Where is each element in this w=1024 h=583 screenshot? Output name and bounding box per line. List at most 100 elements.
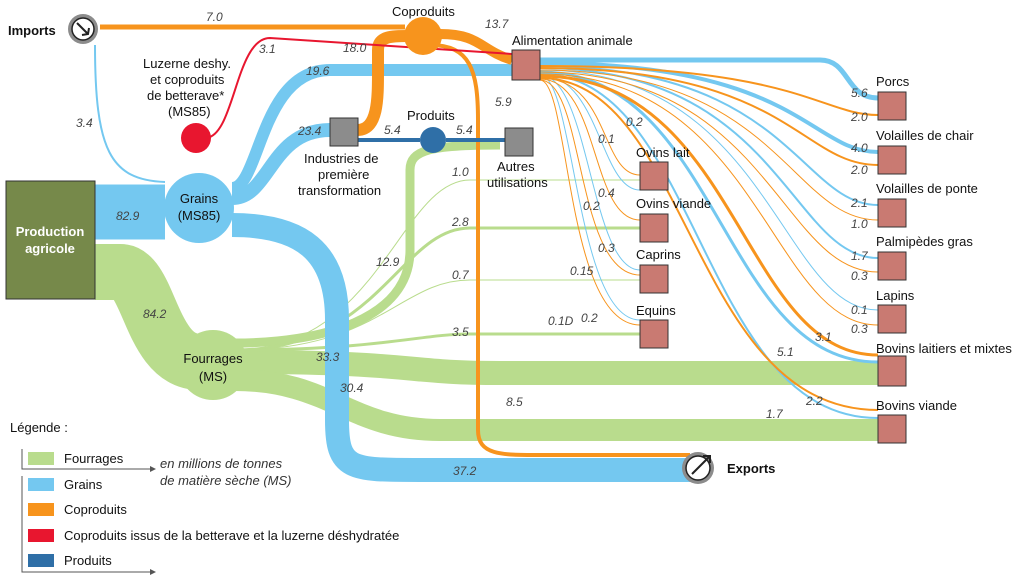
flow-coproduits-alimentation (439, 29, 514, 65)
porcs-label: Porcs (876, 74, 910, 89)
node-labels: Imports Exports Coproduits Produits Alim… (8, 4, 1012, 476)
produits-node (420, 127, 446, 153)
fourrages-node (178, 330, 248, 400)
value-exports-coproduits: 8.5 (506, 395, 523, 409)
flow-alim-caprins-copro (539, 79, 641, 276)
value-coproduits-alim: 13.7 (485, 17, 510, 31)
value-cap-b: 0.15 (570, 264, 594, 278)
value-produits-autres: 5.4 (456, 123, 473, 137)
autres-node (504, 127, 534, 157)
flow-alim-equins-grains (539, 74, 641, 321)
equins-label: Equins (636, 303, 676, 318)
lapins-label: Lapins (876, 288, 915, 303)
legend-bracket-top (21, 449, 150, 470)
flow-coproduits-exports (429, 43, 690, 457)
value-betterave: 3.1 (259, 42, 276, 56)
flow-alim-bovins-viande-copro (539, 77, 879, 411)
flow-fourrages-ovins-viande (234, 226, 640, 352)
value-lapins-grains: 0.1 (851, 303, 868, 317)
fourrages-label-1: Fourrages (183, 351, 243, 366)
bovins-viande-label: Bovins viande (876, 398, 957, 413)
legend-arrow-icon-2 (150, 569, 156, 575)
palmipedes-node (877, 251, 907, 281)
volailles-ponte-label: Volailles de ponte (876, 181, 978, 196)
value-imports-grains: 3.4 (76, 116, 93, 130)
industries-label-2: première (318, 167, 369, 182)
flow-fourrages-equins (234, 332, 640, 352)
flow-grains-alimentation (230, 64, 512, 194)
legend-label-fourrages: Fourrages (64, 451, 124, 466)
ovins-lait-label: Ovins lait (636, 145, 690, 160)
legend-label-betterave: Coproduits issus de la betterave et la l… (64, 528, 399, 543)
exports-label: Exports (727, 461, 775, 476)
production-label-2: agricole (25, 241, 75, 256)
value-production-fourrages: 84.2 (143, 307, 167, 321)
exports-arrow-icon (691, 455, 711, 475)
alimentation-label: Alimentation animale (512, 33, 633, 48)
value-ov-b: 0.2 (583, 199, 600, 213)
lapins-node (877, 304, 907, 334)
flow-grains-industries (231, 123, 331, 205)
porcs-node (877, 91, 907, 121)
bovins-viande-node (877, 414, 907, 444)
value-eq-b: 0.2 (581, 311, 598, 325)
luzerne-label-3: de betterave* (147, 88, 224, 103)
ovins-viande-node (639, 213, 669, 243)
flow-alim-lapins-copro (539, 73, 879, 326)
alimentation-node (511, 49, 541, 81)
flow-grains-exports (231, 213, 695, 482)
value-porcs-copro: 2.0 (850, 110, 868, 124)
coproduits-label: Coproduits (392, 4, 455, 19)
flow-alim-palmipedes-copro (539, 71, 879, 273)
value-cap-a: 0.3 (598, 241, 615, 255)
autres-label-1: Autres (497, 159, 535, 174)
value-industries-coproduits: 18.0 (343, 41, 367, 55)
value-grains-industries: 23.4 (297, 124, 322, 138)
volailles-ponte-node (877, 198, 907, 228)
industries-label-1: Industries de (304, 151, 378, 166)
flow-alim-bovins-laitiers-copro (539, 74, 879, 357)
ovins-viande-label: Ovins viande (636, 196, 711, 211)
equins-node (639, 319, 669, 349)
value-bv-grains: 2.2 (805, 394, 823, 408)
volailles-chair-node (877, 145, 907, 175)
legend-bracket-bottom (21, 476, 150, 573)
value-eq-a: 0.1D (548, 314, 574, 328)
caprins-label: Caprins (636, 247, 681, 262)
flow-alim-volailles-chair-copro (539, 67, 879, 166)
flow-alim-ovins-viande-copro (539, 78, 641, 221)
flow-fourrages-ovins-lait (234, 179, 640, 351)
legend-swatch-produits (28, 554, 54, 567)
value-bv-copro: 1.7 (766, 407, 784, 421)
value-industries-produits: 5.4 (384, 123, 401, 137)
flow-alim-caprins-grains (539, 74, 641, 271)
legend-label-grains: Grains (64, 477, 103, 492)
value-bl-copro: 3.1 (815, 330, 832, 344)
legend-title: Légende : (10, 420, 68, 435)
production-node (5, 180, 96, 300)
flow-fourrages-caprins (234, 279, 640, 351)
value-vp-grains: 2.1 (850, 196, 868, 210)
flow-imports-grains (94, 44, 166, 183)
value-palm-grains: 1.7 (851, 249, 869, 263)
flow-industries-coproduits (356, 30, 409, 136)
legend-unit-2: de matière sèche (MS) (160, 473, 292, 488)
legend-unit-1: en millions de tonnes (160, 456, 283, 471)
value-cap-fourrage: 0.7 (452, 268, 470, 282)
volailles-chair-label: Volailles de chair (876, 128, 974, 143)
nodes (5, 14, 907, 484)
flow-alim-equins-copro (539, 79, 641, 326)
imports-label: Imports (8, 23, 56, 38)
imports-arrow-head-icon (81, 27, 90, 36)
value-eq-fourrage: 3.5 (452, 325, 469, 339)
value-ol-fourrage: 1.0 (452, 165, 469, 179)
luzerne-label-1: Luzerne deshy. (143, 56, 231, 71)
production-label-1: Production (16, 224, 85, 239)
value-grains-alim: 19.6 (306, 64, 330, 78)
palmipedes-label: Palmipèdes gras (876, 234, 973, 249)
value-grains-exports-a: 33.3 (316, 350, 340, 364)
value-ov-a: 0.4 (598, 186, 615, 200)
value-production-grains: 82.9 (116, 209, 140, 223)
legend-swatch-fourrages (28, 452, 54, 465)
